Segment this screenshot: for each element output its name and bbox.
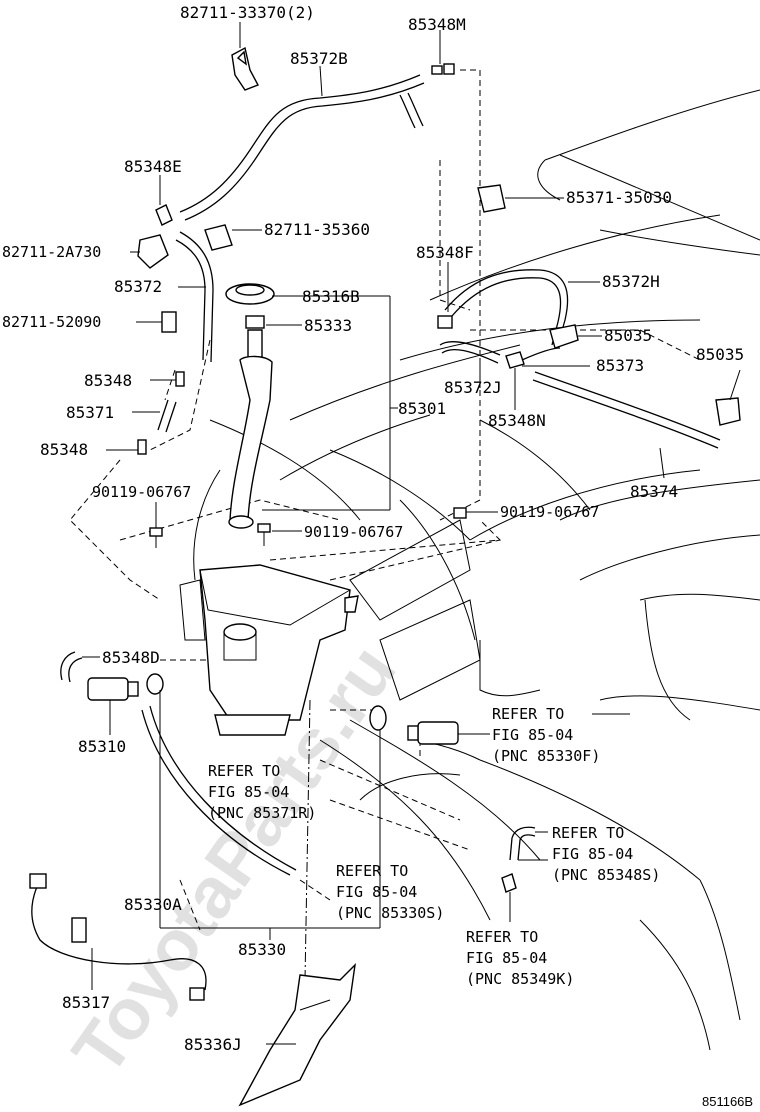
nozzle-85035-a — [549, 324, 579, 349]
label-82711-35360: 82711-35360 — [264, 220, 370, 239]
hose-85371 — [157, 399, 177, 433]
label-82711-52090: 82711-52090 — [2, 313, 101, 331]
label-85035-b: 85035 — [696, 345, 744, 364]
refer-line2: FIG 85-04 — [552, 845, 633, 863]
elbow-85348S — [509, 826, 536, 861]
hose-85372B — [179, 74, 425, 221]
label-85348D: 85348D — [102, 648, 160, 667]
label-85372: 85372 — [114, 277, 162, 296]
refer-line1: REFER TO — [552, 824, 624, 842]
label-85372B: 85372B — [290, 49, 348, 68]
refer-line3: (PNC 85348S) — [552, 866, 660, 884]
refer-note-85330F: REFER TO FIG 85-04 (PNC 85330F) — [492, 705, 600, 765]
grommet-right — [369, 705, 387, 731]
part-labels: 82711-33370(2) 85348M 85372B 85348E 8537… — [2, 3, 753, 1109]
bolt-90119-c — [453, 507, 467, 519]
refer-note-85330S: REFER TO FIG 85-04 (PNC 85330S) — [336, 862, 444, 922]
refer-line3: (PNC 85371R) — [208, 804, 316, 822]
hose-85372J — [439, 340, 501, 364]
refer-line1: REFER TO — [208, 762, 280, 780]
refer-line3: (PNC 85330F) — [492, 747, 600, 765]
label-85348E: 85348E — [124, 157, 182, 176]
figure-id: 851166B — [702, 1094, 753, 1109]
refer-line1: REFER TO — [336, 862, 408, 880]
nozzle-85035-b — [715, 397, 741, 426]
label-85317: 85317 — [62, 993, 110, 1012]
label-82711-33370: 82711-33370(2) — [180, 3, 315, 22]
refer-note-85349K: REFER TO FIG 85-04 (PNC 85349K) — [466, 928, 574, 988]
leader-lines — [82, 22, 741, 1045]
label-82711-2A730: 82711-2A730 — [2, 243, 101, 261]
refer-line3: (PNC 85330S) — [336, 904, 444, 922]
label-90119-06767-a: 90119-06767 — [92, 483, 191, 501]
clip-85371-35030 — [477, 184, 506, 213]
label-85310: 85310 — [78, 737, 126, 756]
label-85348N: 85348N — [488, 411, 546, 430]
refer-line1: REFER TO — [492, 705, 564, 723]
label-85371: 85371 — [66, 403, 114, 422]
connector-85348F — [437, 315, 453, 329]
label-85348-a: 85348 — [84, 371, 132, 390]
refer-line2: FIG 85-04 — [208, 783, 289, 801]
label-85371-35030: 85371-35030 — [566, 188, 672, 207]
hose-85374 — [532, 371, 721, 449]
clip-82711-33370 — [231, 46, 259, 91]
label-85336J: 85336J — [184, 1035, 242, 1054]
clip-82711-35360 — [204, 224, 233, 251]
connector-85348M — [431, 63, 455, 75]
label-85301: 85301 — [398, 399, 446, 418]
refer-line1: REFER TO — [466, 928, 538, 946]
label-85373: 85373 — [596, 356, 644, 375]
refer-note-85371R: REFER TO FIG 85-04 (PNC 85371R) — [208, 762, 316, 822]
bracket-85336J — [238, 963, 356, 1107]
connector-85348E — [155, 204, 173, 226]
connector-85348N — [505, 351, 525, 369]
hose-85330A — [141, 705, 297, 876]
bolt-90119-a — [149, 527, 163, 548]
refer-line2: FIG 85-04 — [336, 883, 417, 901]
grommet-left — [146, 673, 164, 695]
label-85372H: 85372H — [602, 272, 660, 291]
hose-85373 — [521, 347, 561, 361]
grommet-85348D — [60, 651, 83, 683]
label-85348-b: 85348 — [40, 440, 88, 459]
refer-line2: FIG 85-04 — [466, 949, 547, 967]
label-85348M: 85348M — [408, 15, 466, 34]
clip-82711-2A730 — [137, 234, 169, 269]
refer-note-85348S: REFER TO FIG 85-04 (PNC 85348S) — [552, 824, 660, 884]
label-90119-06767-b: 90119-06767 — [304, 523, 403, 541]
pump-85330F — [407, 721, 459, 745]
refer-line2: FIG 85-04 — [492, 726, 573, 744]
label-85316B: 85316B — [302, 287, 360, 306]
cap-85316B — [225, 283, 275, 305]
bolt-90119-b — [257, 523, 271, 546]
strainer-85333 — [245, 315, 265, 361]
hose-85372H — [444, 269, 569, 346]
hose-85372 — [175, 231, 214, 363]
label-85374: 85374 — [630, 482, 678, 501]
label-85333: 85333 — [304, 316, 352, 335]
label-85330A: 85330A — [124, 895, 182, 914]
label-85348F: 85348F — [416, 243, 474, 262]
label-85330: 85330 — [238, 940, 286, 959]
label-90119-06767-c: 90119-06767 — [500, 503, 599, 521]
elbow-85349K — [501, 873, 517, 893]
label-85035-a: 85035 — [604, 326, 652, 345]
harness-85317 — [29, 873, 207, 1001]
washer-tank — [179, 564, 359, 736]
label-85372J: 85372J — [444, 378, 502, 397]
refer-line3: (PNC 85349K) — [466, 970, 574, 988]
connector-85348-lower — [137, 439, 147, 455]
connector-85348-upper — [175, 371, 185, 387]
filler-neck-85301 — [228, 355, 273, 529]
pump-85310 — [87, 677, 139, 701]
clip-82711-52090 — [161, 311, 177, 333]
